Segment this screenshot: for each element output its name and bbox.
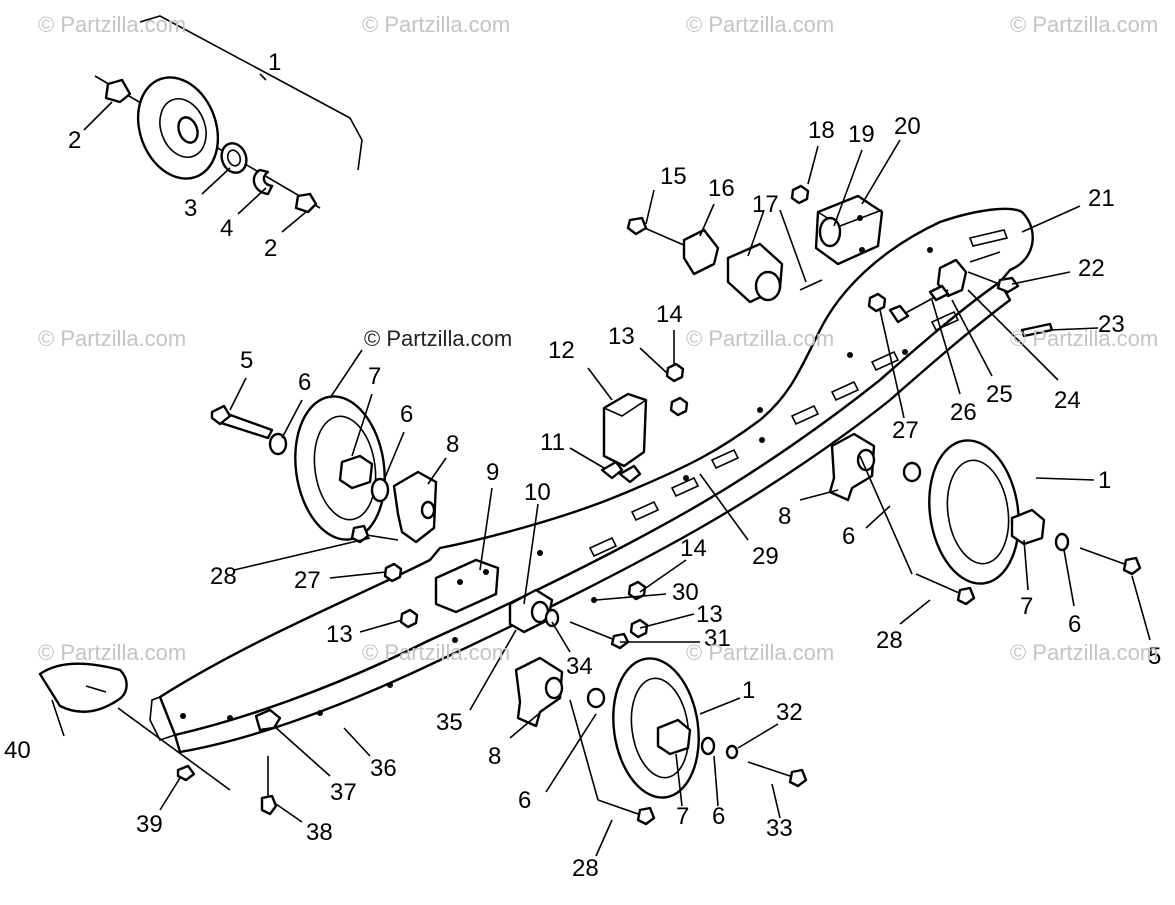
callout-label: 13 <box>696 601 723 628</box>
callout-label: 38 <box>306 819 333 846</box>
callout-label: 6 <box>518 787 531 814</box>
callout-label: 6 <box>1068 611 1081 638</box>
callout-label: 14 <box>656 301 683 328</box>
suspension-rail <box>149 207 1034 754</box>
callout-label: 1 <box>1098 467 1111 494</box>
callout-label: 22 <box>1078 255 1105 282</box>
lower-bogie-wheel <box>514 656 808 826</box>
callout-label: 31 <box>704 625 731 652</box>
watermark: © Partzilla.com <box>1010 12 1159 37</box>
callout-label: 33 <box>766 815 793 842</box>
callout-label: 34 <box>566 653 593 680</box>
callout-label: 1 <box>742 677 755 704</box>
front-brackets <box>434 550 649 650</box>
callout-label: 11 <box>540 429 565 456</box>
callout-label: 24 <box>1054 387 1081 414</box>
watermark: © Partzilla.com <box>362 12 511 37</box>
watermark: © Partzilla.com <box>38 640 187 665</box>
callout-label: 5 <box>1148 643 1161 670</box>
callout-label: 18 <box>808 117 835 144</box>
callout-label: 13 <box>608 323 635 350</box>
callout-label: 6 <box>298 369 311 396</box>
leader-lines <box>51 101 1151 857</box>
callout-label: 6 <box>400 401 413 428</box>
callout-label: 6 <box>842 523 855 550</box>
right-bogie-wheel <box>828 432 1142 606</box>
watermark: © Partzilla.com <box>1010 640 1159 665</box>
callout-label: 10 <box>524 479 551 506</box>
callout-label: 27 <box>294 567 321 594</box>
callout-label: 1 <box>268 49 281 76</box>
idler-wheel-assembly-top <box>94 15 363 214</box>
callout-label: 39 <box>136 811 163 838</box>
rail-tip <box>38 662 282 816</box>
watermark: © Partzilla.com <box>362 640 511 665</box>
left-bogie-wheel <box>210 395 438 629</box>
callout-label: 23 <box>1098 311 1125 338</box>
callout-label: 9 <box>486 459 499 486</box>
callout-label: 25 <box>986 381 1013 408</box>
callout-label: 28 <box>876 627 903 654</box>
callout-labels: 1 2 3 4 2 5 6 7 6 8 12 11 13 14 15 16 17… <box>4 49 1161 882</box>
watermark: © Partzilla.com <box>1010 326 1159 351</box>
callout-label: 8 <box>488 743 501 770</box>
callout-label: 40 <box>4 737 31 764</box>
callout-label: 4 <box>220 215 233 242</box>
callout-label: 7 <box>676 803 689 830</box>
callout-label: 32 <box>776 699 803 726</box>
watermark: © Partzilla.com <box>38 326 187 351</box>
callout-label: 19 <box>848 121 875 148</box>
callout-label: 13 <box>326 621 353 648</box>
callout-label: 30 <box>672 579 699 606</box>
callout-label: 21 <box>1088 185 1115 212</box>
callout-label: 5 <box>240 347 253 374</box>
watermark-center: © Partzilla.com <box>364 326 513 351</box>
callout-label: 28 <box>572 855 599 882</box>
callout-label: 14 <box>680 535 707 562</box>
callout-label: 7 <box>368 363 381 390</box>
callout-label: 6 <box>712 803 725 830</box>
callout-label: 2 <box>264 235 277 262</box>
callout-label: 16 <box>708 175 735 202</box>
callout-label: 3 <box>184 195 197 222</box>
center-hardware <box>600 362 689 484</box>
callout-label: 36 <box>370 755 397 782</box>
watermark: © Partzilla.com <box>686 326 835 351</box>
callout-label: 2 <box>68 127 81 154</box>
callout-label: 8 <box>446 431 459 458</box>
callout-label: 35 <box>436 709 463 736</box>
callout-label: 26 <box>950 399 977 426</box>
watermark: © Partzilla.com <box>686 640 835 665</box>
callout-label: 12 <box>548 337 575 364</box>
callout-label: 7 <box>1020 593 1033 620</box>
callout-label: 17 <box>752 191 779 218</box>
watermark: © Partzilla.com <box>38 12 187 37</box>
callout-label: 27 <box>892 417 919 444</box>
callout-label: 28 <box>210 563 237 590</box>
callout-label: 8 <box>778 503 791 530</box>
shock-mount-parts <box>626 184 1054 338</box>
callout-label: 29 <box>752 543 779 570</box>
callout-label: 15 <box>660 163 687 190</box>
callout-label: 20 <box>894 113 921 140</box>
watermark: © Partzilla.com <box>686 12 835 37</box>
callout-label: 37 <box>330 779 357 806</box>
